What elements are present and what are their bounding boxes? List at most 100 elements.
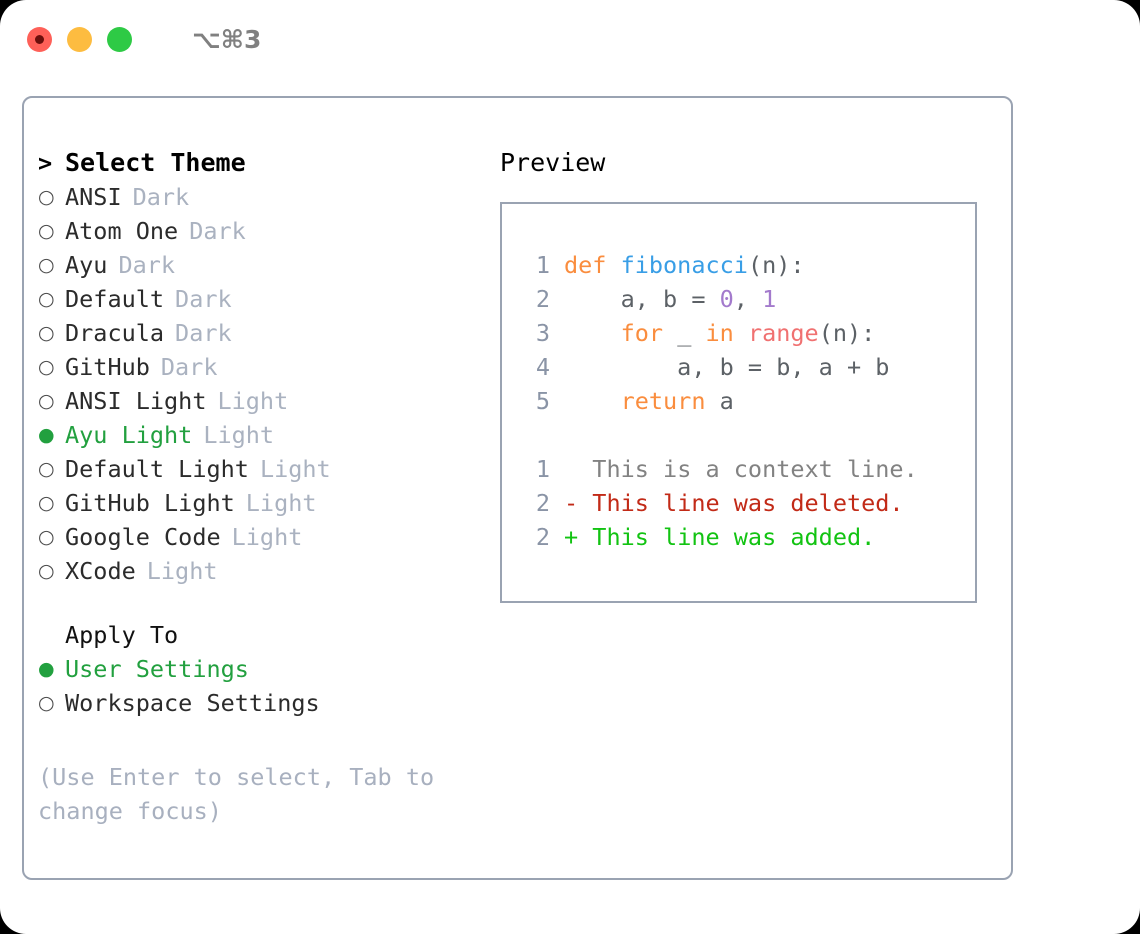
theme-option-tag: Dark [189,217,246,245]
diff-text: This is a context line. [578,455,918,483]
radio-unselected-icon: ○ [38,186,55,208]
radio-unselected-icon: ○ [38,492,55,514]
radio-unselected-icon: ○ [38,692,55,714]
radio-unselected-icon: ○ [38,390,55,412]
code-token [564,319,621,347]
prompt-caret-icon: > [38,149,53,177]
code-token: a [705,387,734,415]
code-line: 2 a, b = 0, 1 [520,282,918,316]
code-line: 3 for _ in range(n): [520,316,918,350]
theme-option-label: GitHub Light [65,489,235,517]
theme-option-tag: Light [245,489,317,517]
theme-option-label: XCode [65,557,136,585]
theme-option-label: GitHub [65,353,150,381]
theme-option-tag: Light [231,523,303,551]
theme-option-label: ANSI Light [65,387,207,415]
code-token: in [705,319,734,347]
theme-option-dracula[interactable]: ○ Dracula Dark [38,316,488,350]
keyboard-hint: (Use Enter to select, Tab to change focu… [38,763,435,825]
radio-unselected-icon: ○ [38,526,55,548]
code-token: for [620,319,664,347]
theme-option-ansi-light[interactable]: ○ ANSI Light Light [38,384,488,418]
theme-option-tag: Dark [118,251,176,279]
code-token: fibonacci [620,251,748,279]
theme-option-ayu[interactable]: ○ Ayu Dark [38,248,488,282]
code-token: def [564,251,621,279]
theme-option-ayu-light[interactable]: ● Ayu Light Light [38,418,488,452]
radio-selected-icon: ● [38,658,55,680]
diff-text: This line was added. [578,523,876,551]
apply-to-option-user-settings[interactable]: ● User Settings [38,652,488,686]
theme-option-atom-one[interactable]: ○ Atom One Dark [38,214,488,248]
select-theme-header: > Select Theme [38,146,488,180]
theme-option-label: Ayu Light [65,421,193,449]
theme-option-label: Default [65,285,165,313]
diff-text: This line was deleted. [578,489,904,517]
code-line-number: 3 [535,319,550,347]
code-token: , [733,285,763,313]
code-token: a, b = [564,285,720,313]
select-theme-title: Select Theme [65,148,246,177]
diff-line-number: 2 [535,523,550,551]
theme-option-tag: Dark [175,285,232,313]
code-line-number: 5 [535,387,550,415]
theme-option-label: Ayu [65,251,108,279]
diff-line: 2- This line was deleted. [520,486,918,520]
code-line: 4 a, b = b, a + b [520,350,918,384]
maximize-button[interactable] [107,26,132,52]
code-token: range [747,319,819,347]
radio-unselected-icon: ○ [38,560,55,582]
theme-option-tag: Light [146,557,218,585]
minimize-button[interactable] [67,26,92,52]
theme-option-github[interactable]: ○ GitHub Dark [38,350,488,384]
diff-line: 1 This is a context line. [520,452,918,486]
radio-unselected-icon: ○ [38,254,55,276]
code-token: (n): [818,319,876,347]
diff-sign [564,455,578,483]
code-line-number: 2 [535,285,550,313]
diff-sign: - [564,489,579,517]
theme-option-label: Atom One [65,217,179,245]
diff-sign: + [564,523,579,551]
code-token: return [620,387,706,415]
apply-to-option-label: User Settings [65,655,249,683]
code-token [734,319,748,347]
code-token [564,387,621,415]
theme-option-default-light[interactable]: ○ Default Light Light [38,452,488,486]
window-title: ⌥⌘3 [192,24,262,54]
code-line-number: 4 [535,353,550,381]
theme-option-label: Default Light [65,455,249,483]
theme-option-tag: Dark [160,353,218,381]
theme-option-xcode[interactable]: ○ XCode Light [38,554,488,588]
radio-unselected-icon: ○ [38,356,55,378]
code-token: _ [663,319,706,347]
preview-title: Preview [500,148,606,177]
theme-option-tag: Dark [175,319,232,347]
theme-option-tag: Light [203,421,275,449]
theme-option-label: ANSI [65,183,122,211]
apply-to-option-list: ● User Settings ○Workspace Settings [38,652,488,720]
theme-option-github-light[interactable]: ○ GitHub Light Light [38,486,488,520]
radio-unselected-icon: ○ [38,322,55,344]
close-button[interactable] [27,26,52,52]
radio-selected-icon: ● [38,424,55,446]
diff-line: 2 + This line was added. [520,520,918,554]
theme-option-tag: Light [217,387,289,415]
radio-unselected-icon: ○ [38,458,55,480]
theme-option-tag: Light [259,455,331,483]
apply-to-header: ○ Apply To [38,618,488,652]
radio-unselected-icon: ○ [38,220,55,242]
apply-to-option-workspace-settings[interactable]: ○Workspace Settings [38,686,488,720]
theme-option-label: Dracula [65,319,165,347]
